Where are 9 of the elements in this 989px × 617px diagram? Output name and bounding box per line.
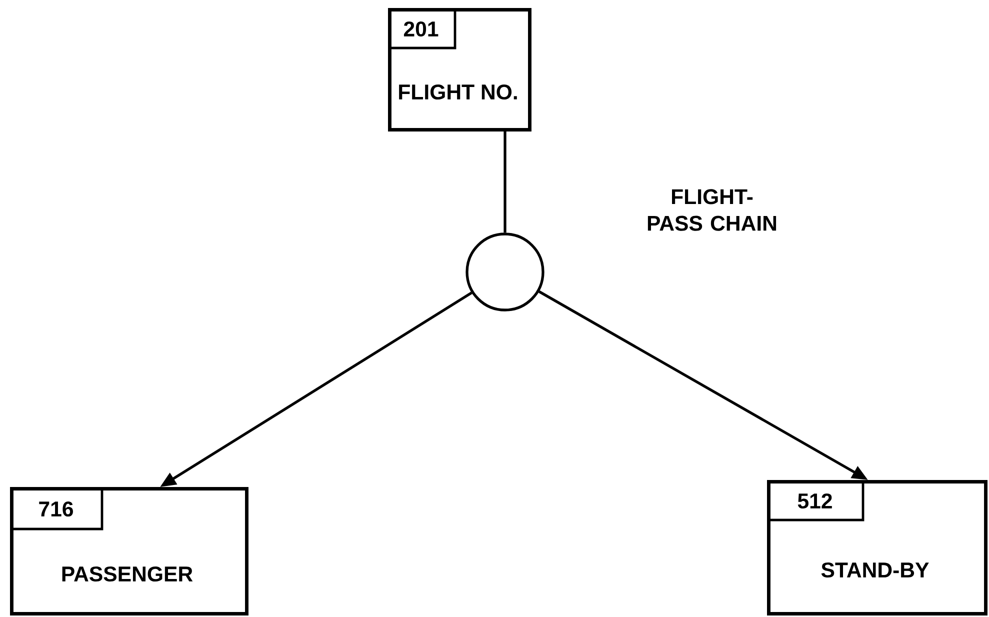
- box-number: 512: [798, 493, 832, 509]
- box-number: 201: [404, 21, 438, 37]
- box-number: 716: [39, 501, 73, 517]
- connector-circle: [466, 232, 544, 312]
- connector-line: [504, 131, 506, 233]
- chain-label: FLIGHT-PASS CHAIN: [648, 189, 776, 231]
- box-label: STAND-BY: [821, 562, 929, 578]
- box-label: PASSENGER: [62, 566, 193, 582]
- box-label: FLIGHT NO.: [399, 84, 517, 100]
